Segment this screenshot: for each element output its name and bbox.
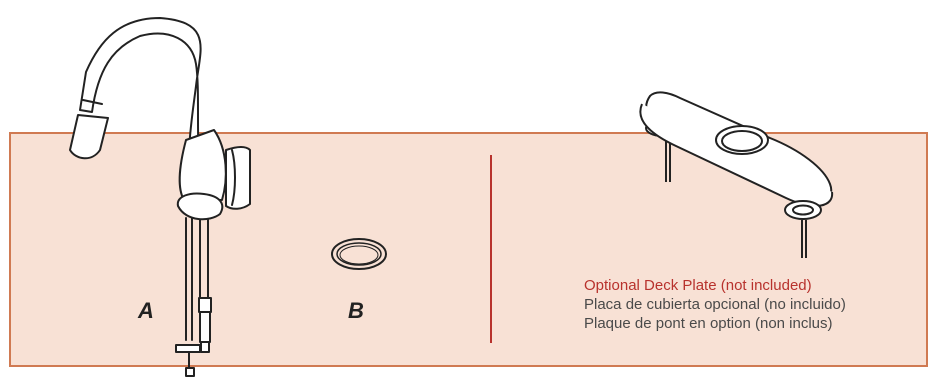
deck-plate-caption-english: Optional Deck Plate (not included) xyxy=(584,277,812,294)
faucet-part-label: A xyxy=(138,298,154,323)
faucet-illustration xyxy=(69,17,251,377)
section-divider xyxy=(490,155,492,343)
gasket-ring-illustration xyxy=(331,238,387,270)
deck-plate-caption-french: Plaque de pont en option (non inclus) xyxy=(584,315,833,332)
deck-plate-illustration xyxy=(639,91,834,258)
gasket-part-label: B xyxy=(348,298,364,323)
deck-plate-caption-spanish: Placa de cubierta opcional (no incluido) xyxy=(584,296,846,313)
